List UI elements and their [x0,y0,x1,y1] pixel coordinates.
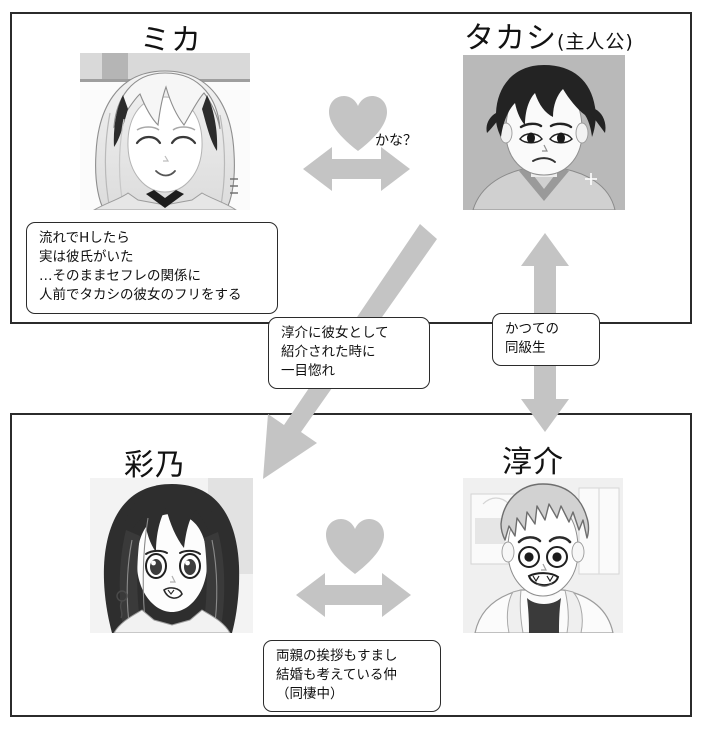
label-mika-name: ミカ [140,23,202,58]
label-junsuke-name: 淳介 [502,445,564,480]
portrait-takashi [463,55,625,210]
label-junsuke: 淳介 [502,437,564,481]
caption-maybe: かな？ [375,133,417,149]
label-takashi: タカシ(主人公) [464,13,634,57]
note-takashi-junsuke-classmates: かつての 同級生 [492,313,600,367]
portrait-ayano [90,478,253,633]
heart-mika-takashi [327,95,389,153]
label-takashi-suffix: (主人公) [557,31,634,53]
note-mika-takashi: 流れでHしたら 実は彼氏がいた …そのままセフレの関係に 人前でタカシの彼女のフ… [26,222,278,314]
label-takashi-name: タカシ [464,21,557,56]
portrait-mika [80,53,250,210]
label-ayano-name: 彩乃 [124,448,186,483]
label-ayano: 彩乃 [124,440,186,484]
label-mika: ミカ [140,15,202,59]
note-ayano-junsuke-marriage: 両親の挨拶もすまし 結婚も考えている仲 （同棲中） [263,640,441,713]
portrait-junsuke [463,478,623,633]
heart-ayano-junsuke [324,518,386,576]
note-ayano-first-sight: 淳介に彼女として 紹介された時に 一目惚れ [268,317,430,390]
